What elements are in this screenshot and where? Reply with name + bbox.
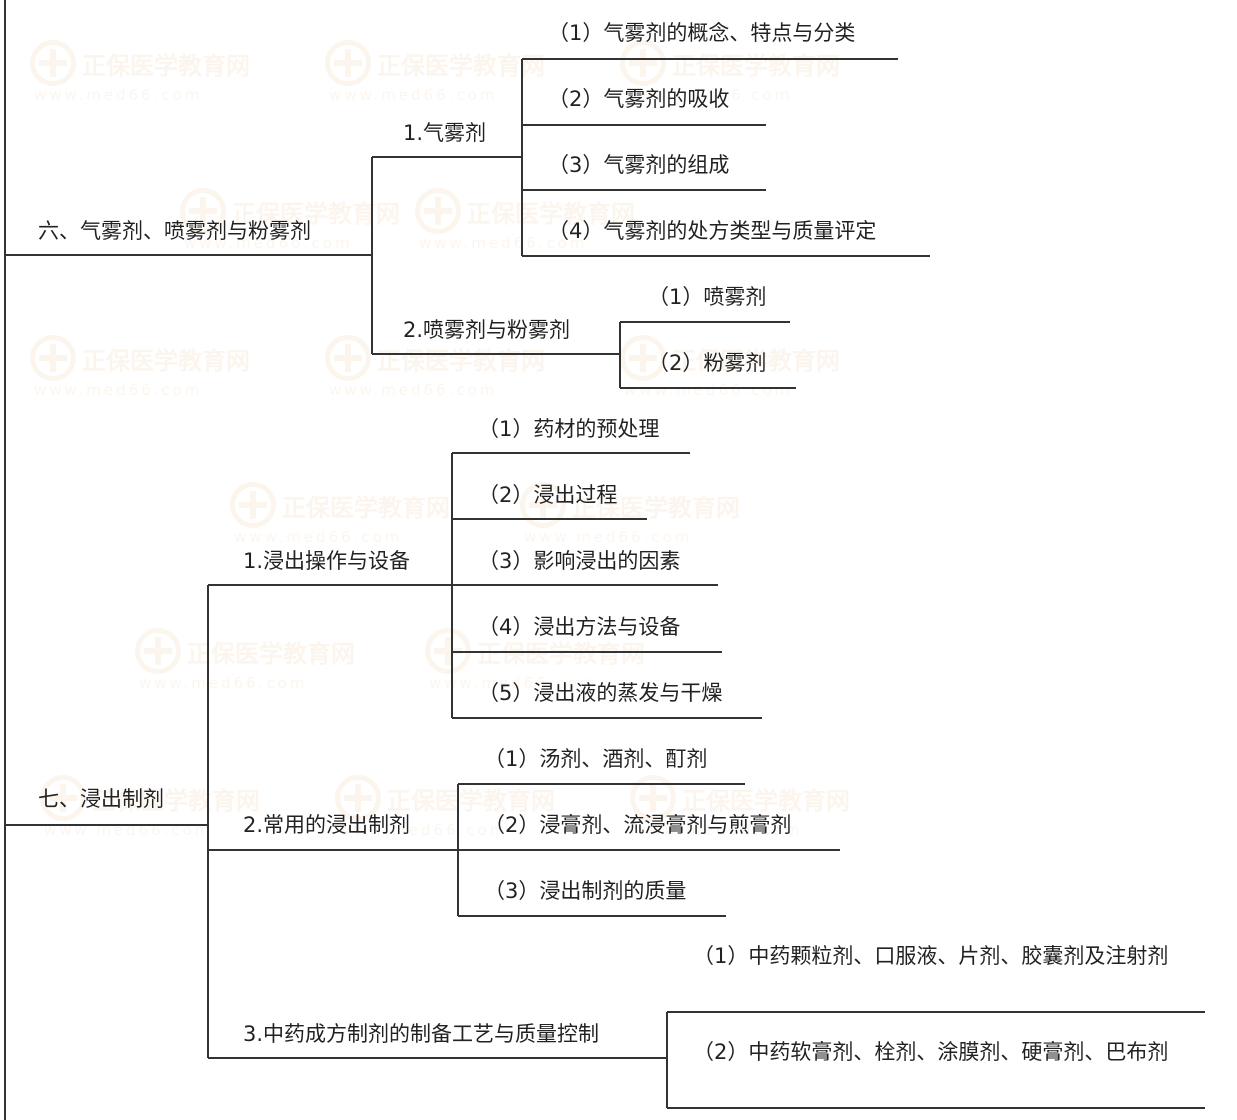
item-label: （1）气雾剂的概念、特点与分类 <box>548 21 856 45</box>
item-label: （2）粉雾剂 <box>648 351 767 375</box>
item-label: （3）浸出制剂的质量 <box>484 879 687 903</box>
item-label: （3）影响浸出的因素 <box>478 549 681 573</box>
item-label: （4）浸出方法与设备 <box>478 615 681 639</box>
item-label: （1）中药颗粒剂、口服液、片剂、胶囊剂及注射剂 <box>693 944 1169 968</box>
item-label: （2）气雾剂的吸收 <box>548 87 730 111</box>
section-title: 七、浸出制剂 <box>38 787 164 811</box>
group-label: 2.喷雾剂与粉雾剂 <box>403 318 571 342</box>
item-label: （2）浸膏剂、流浸膏剂与煎膏剂 <box>484 813 792 837</box>
group-label: 3.中药成方制剂的制备工艺与质量控制 <box>243 1022 600 1046</box>
item-label: （2）浸出过程 <box>478 483 618 507</box>
group-label: 1.浸出操作与设备 <box>243 549 411 573</box>
item-label: （2）中药软膏剂、栓剂、涂膜剂、硬膏剂、巴布剂 <box>693 1040 1169 1064</box>
item-label: （1）汤剂、酒剂、酊剂 <box>484 747 708 771</box>
item-label: （3）气雾剂的组成 <box>548 153 730 177</box>
item-label: （5）浸出液的蒸发与干燥 <box>478 681 723 705</box>
section-title: 六、气雾剂、喷雾剂与粉雾剂 <box>38 219 311 243</box>
group-label: 1.气雾剂 <box>403 121 487 145</box>
item-label: （4）气雾剂的处方类型与质量评定 <box>548 219 877 243</box>
group-label: 2.常用的浸出制剂 <box>243 813 411 837</box>
item-label: （1）喷雾剂 <box>648 285 767 309</box>
item-label: （1）药材的预处理 <box>478 417 660 441</box>
